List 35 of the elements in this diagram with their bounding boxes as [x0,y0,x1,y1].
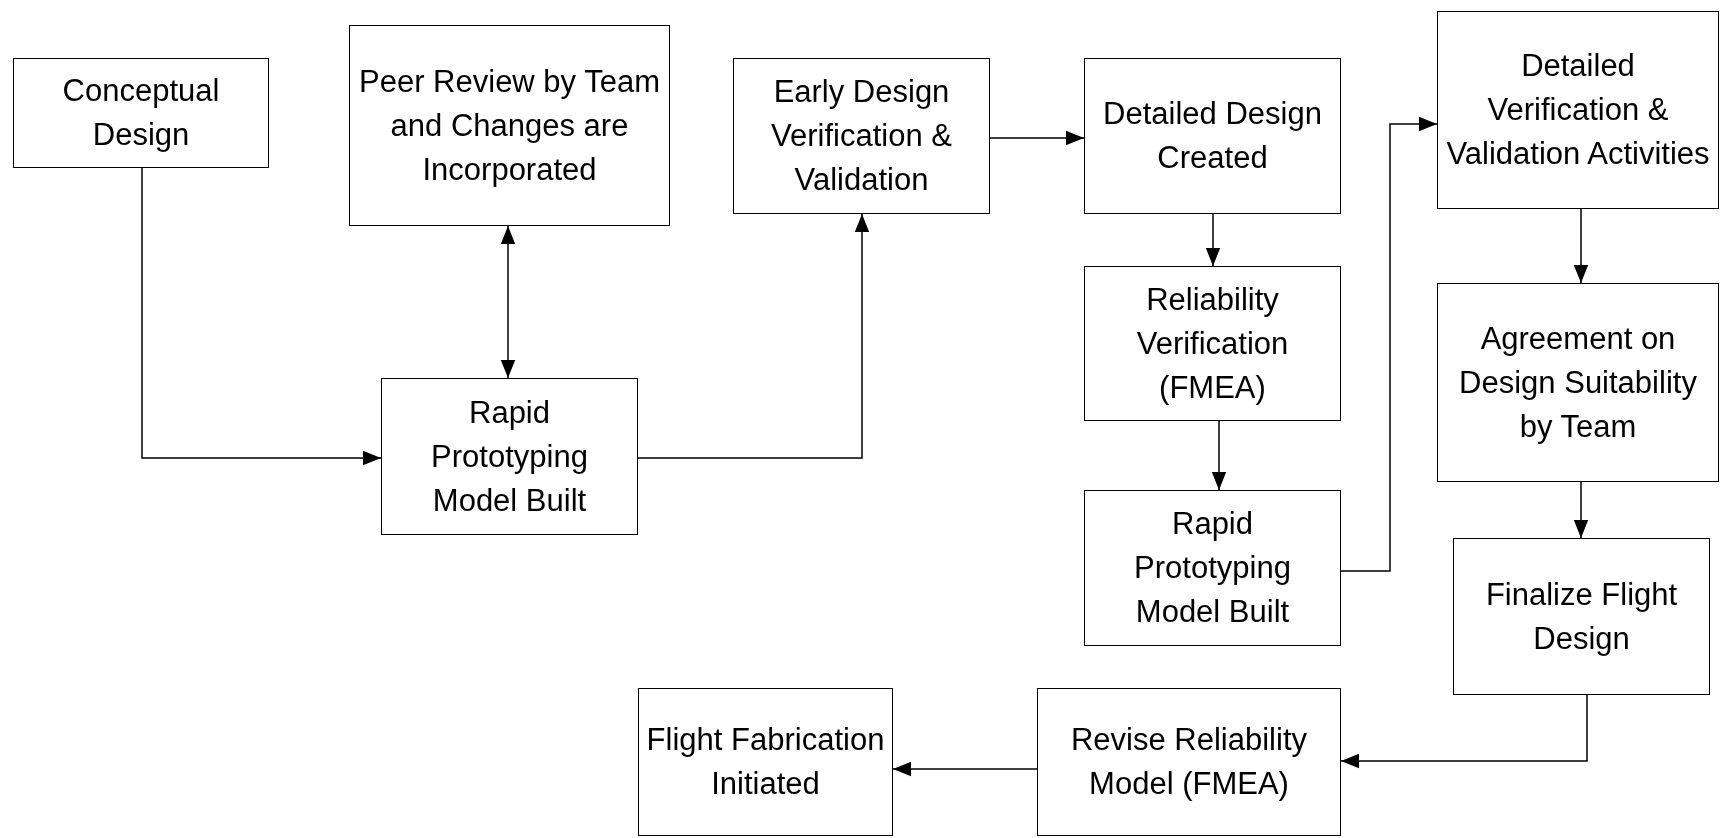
process-box [733,58,990,214]
arrow [1573,481,1589,539]
box-label: Reliability Verification (FMEA) [1135,280,1290,407]
box-label: Finalize Flight Design [1484,575,1679,658]
arrow [1340,694,1588,769]
box-label: Agreement on Design Suitability by Team [1458,319,1698,446]
box-label: Flight Fabrication Initiated [645,721,886,803]
process-box [381,378,638,535]
box-label: Detailed Design Created [1102,95,1323,177]
arrow [1340,116,1438,572]
box-label: Rapid Prototyping Model Built [430,393,589,520]
box-label: Peer Review by Team and Changes are Incorporated [358,62,661,189]
arrow [637,213,870,459]
box-label: Early Design Verification & Validation [770,73,953,199]
process-box [1437,283,1719,482]
arrow [1211,420,1227,491]
arrow [892,761,1038,777]
arrow [141,167,382,466]
arrow [500,225,516,379]
process-box [1084,58,1341,214]
process-box [1437,11,1719,209]
process-box [1084,266,1341,421]
box-label: Revise Reliability Model (FMEA) [1070,721,1308,803]
box-label: Rapid Prototyping Model Built [1133,505,1292,631]
process-box [1453,538,1710,695]
process-box [1084,490,1341,646]
process-box [1037,688,1341,836]
arrow [1205,213,1221,267]
box-label: Detailed Verification & Validation Activities [1445,47,1711,173]
process-box [638,688,893,836]
arrow [989,130,1085,146]
process-box [349,25,670,226]
box-label: Conceptual Design [61,72,221,154]
arrow [1573,208,1589,284]
process-box [13,58,269,168]
